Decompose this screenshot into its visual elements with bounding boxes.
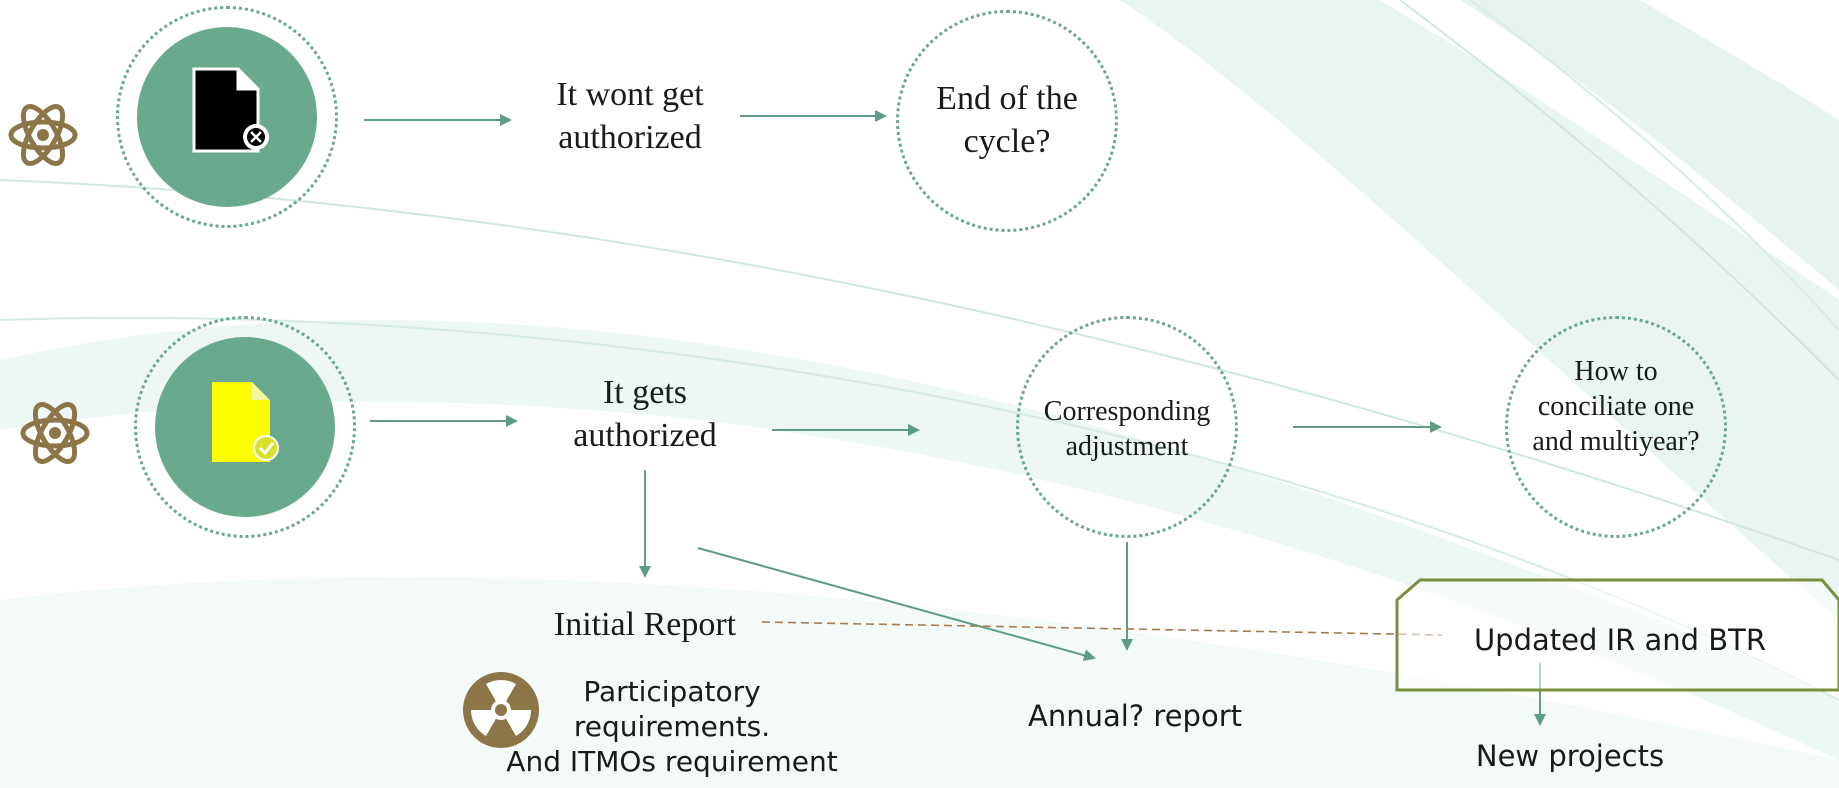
radiation-icon <box>463 672 539 748</box>
file-approved-icon <box>212 382 279 462</box>
approved-ring <box>134 316 356 538</box>
file-rejected-icon <box>192 67 269 153</box>
new-projects-label: New projects <box>1475 739 1665 773</box>
annual-report-label: Annual? report <box>1028 699 1242 733</box>
end-cycle-ring <box>896 10 1118 232</box>
atom-icon-bottom <box>20 402 90 464</box>
conciliate-ring <box>1505 316 1727 538</box>
arrow-authorized-to-annual <box>697 547 1096 662</box>
participatory-label: Participatory requirements. And ITMOs re… <box>506 675 838 778</box>
corresponding-ring <box>1016 316 1238 538</box>
atom-icon-top <box>8 104 78 166</box>
corresponding-label: Corresponding adjustment <box>1043 396 1211 462</box>
dashed-initial-to-updated <box>761 621 1443 636</box>
initial-report-label: Initial Report <box>553 606 737 643</box>
authorized-label: It gets authorized <box>573 374 717 454</box>
conciliate-label: How to conciliate one and multiyear? <box>1532 356 1700 457</box>
not-authorized-label: It wont get authorized <box>556 76 704 156</box>
rejected-ring <box>116 6 338 228</box>
updated-ir-btr-label: Updated IR and BTR <box>1473 623 1767 657</box>
updated-box <box>1395 578 1839 692</box>
end-cycle-label: End of the cycle? <box>936 80 1078 160</box>
